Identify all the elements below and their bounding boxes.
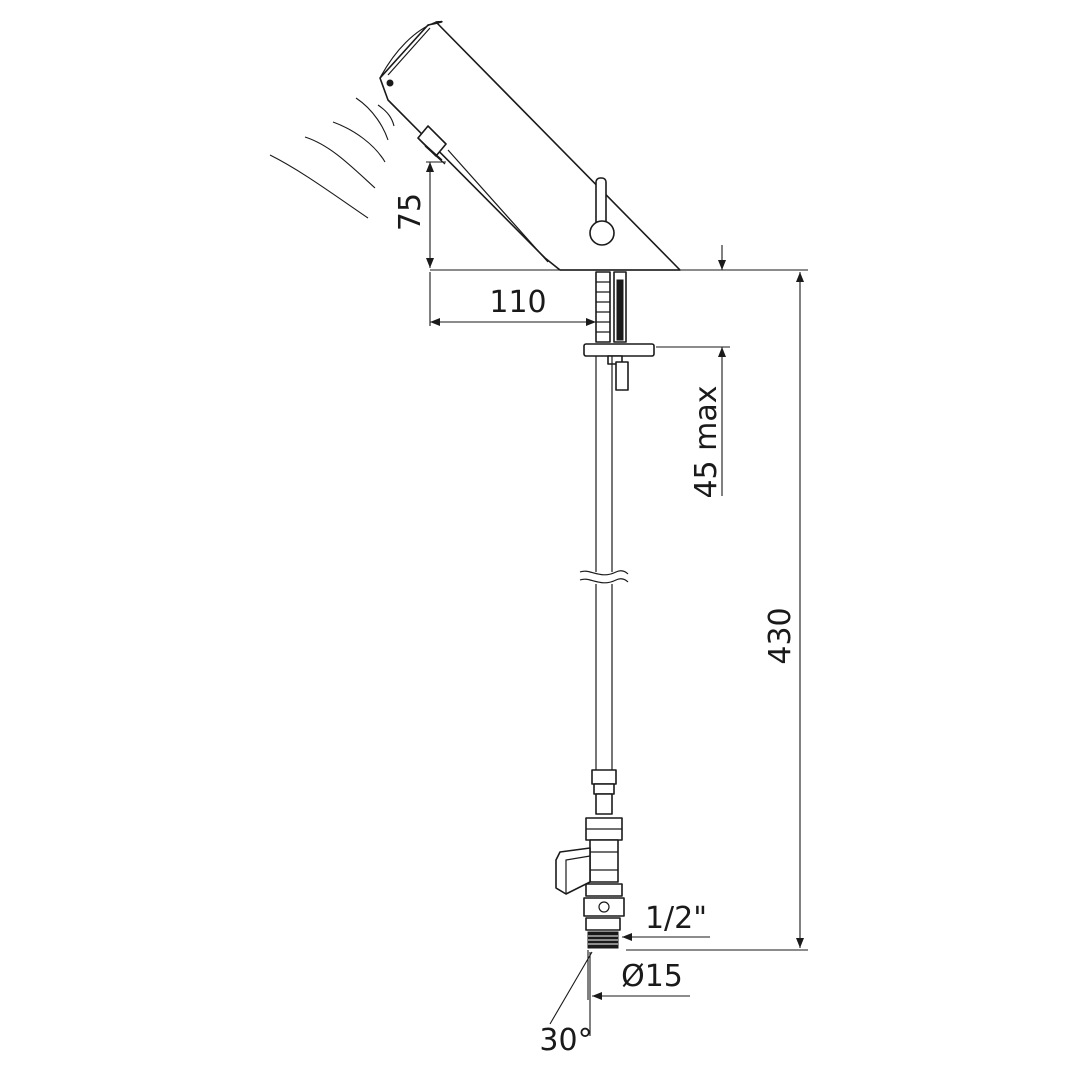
mounting-hardware [583,271,655,391]
dim-pipe-diameter: Ø15 [587,950,690,1000]
dim-label-75: 75 [393,193,428,231]
flexible-hose [579,356,629,815]
sensor-eye [386,79,394,87]
dim-total-length: 430 [626,272,808,951]
dim-spout-reach: 110 [429,272,596,326]
dim-label-diameter: Ø15 [621,959,683,994]
aerator-nozzle [417,125,447,165]
valve-handle [555,847,591,895]
faucet-body [379,20,681,271]
spout-face-curve [379,21,437,79]
dim-label-thread: 1/2" [645,901,707,936]
dim-sensor-height: 75 [393,161,446,268]
dim-thread-size: 1/2" [622,901,710,941]
dim-angle: 30° [539,951,593,1058]
clamp-plate [583,343,655,357]
body-lower-edge [447,149,549,263]
isolation-valve [555,817,625,949]
dim-label-110: 110 [489,285,546,320]
dim-label-45-max: 45 max [689,385,724,498]
sensor-detection-waves [269,97,395,219]
dim-label-430: 430 [763,607,798,664]
dim-deck-thickness: 45 max [656,245,730,499]
dim-label-angle: 30° [539,1023,592,1058]
temperature-lever [589,177,615,246]
spout-face-line [387,27,431,76]
